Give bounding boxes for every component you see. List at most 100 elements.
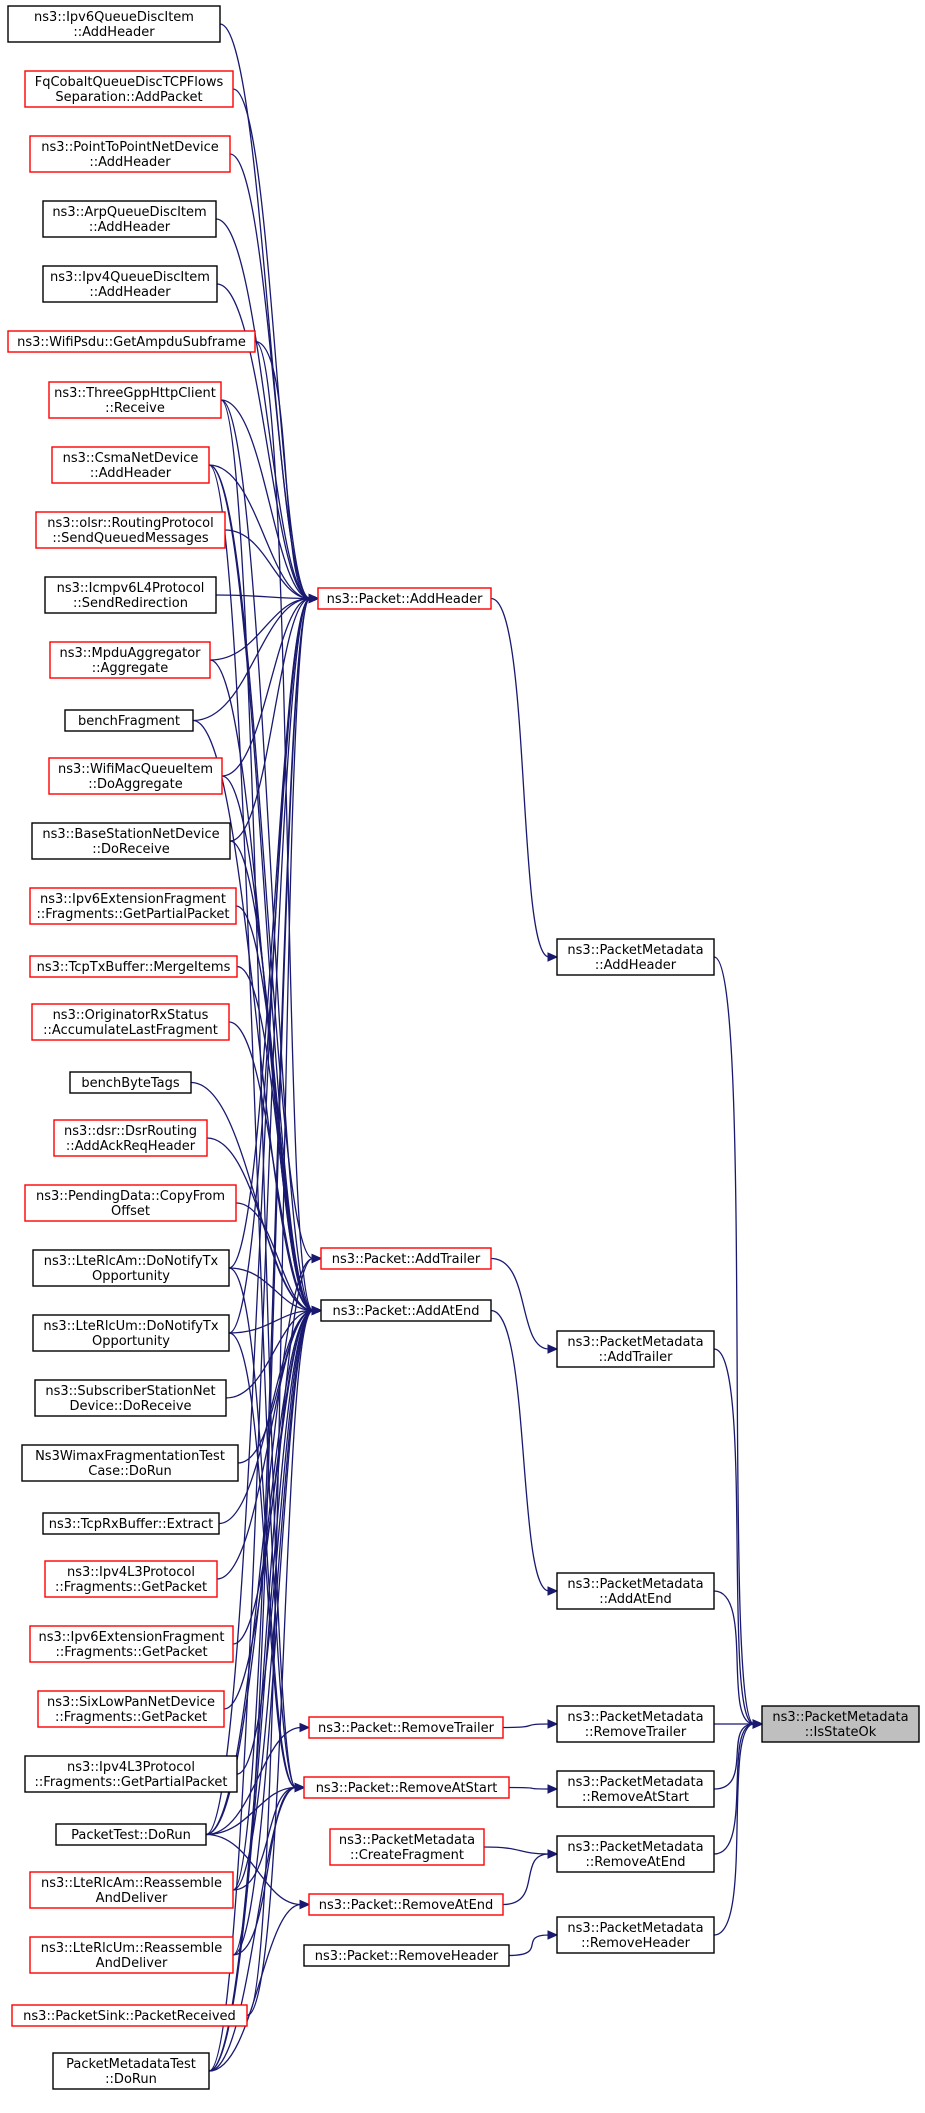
node-label: ns3::ArpQueueDiscItem xyxy=(52,205,206,220)
graph-node-pm_addheader[interactable]: ns3::PacketMetadata::AddHeader xyxy=(556,938,715,976)
node-box xyxy=(48,381,222,419)
graph-node-p_addheader[interactable]: ns3::Packet::AddHeader xyxy=(317,587,492,610)
graph-node-p_removeatstart[interactable]: ns3::Packet::RemoveAtStart xyxy=(303,1776,510,1799)
graph-node-n15[interactable]: ns3::TcpTxBuffer::MergeItems xyxy=(29,955,238,978)
call-edge xyxy=(236,1309,314,1775)
graph-node-n7[interactable]: ns3::CsmaNetDevice::AddHeader xyxy=(51,446,210,484)
graph-node-n33[interactable]: PacketMetadataTest::DoRun xyxy=(52,2052,210,2090)
call-edge xyxy=(208,1309,314,2072)
graph-node-n12[interactable]: ns3::WifiMacQueueItem::DoAggregate xyxy=(48,757,223,795)
node-label: ::AddAtEnd xyxy=(599,1592,671,1607)
node-box xyxy=(320,1299,492,1322)
edge-arrowhead xyxy=(547,1930,559,1940)
graph-node-n13[interactable]: ns3::BaseStationNetDevice::DoReceive xyxy=(31,822,231,860)
node-label: ns3::Ipv4L3Protocol xyxy=(67,1760,195,1775)
call-edge xyxy=(208,1903,302,2072)
graph-node-n26[interactable]: ns3::Ipv6ExtensionFragment::Fragments::G… xyxy=(29,1625,234,1663)
call-edge xyxy=(508,1786,550,1790)
graph-node-n0[interactable]: ns3::Ipv6QueueDiscItem::AddHeader xyxy=(7,5,221,43)
call-edge xyxy=(713,1590,755,1725)
node-box xyxy=(44,1560,218,1598)
node-label: Offset xyxy=(111,1204,150,1219)
call-edge xyxy=(208,597,311,2072)
edge-arrowhead xyxy=(299,1722,311,1733)
call-edge xyxy=(232,1786,297,1891)
node-box xyxy=(29,887,237,925)
call-edge xyxy=(228,1267,314,1312)
graph-node-pm_createfragment[interactable]: ns3::PacketMetadata::CreateFragment xyxy=(329,1828,485,1866)
edge-arrowhead xyxy=(547,1849,559,1859)
graph-node-n16[interactable]: ns3::OriginatorRxStatus::AccumulateLastF… xyxy=(31,1003,230,1041)
call-edge xyxy=(508,1934,550,1957)
call-edge xyxy=(192,597,311,722)
graph-node-pm_removeatend[interactable]: ns3::PacketMetadata::RemoveAtEnd xyxy=(556,1835,715,1873)
graph-node-n14[interactable]: ns3::Ipv6ExtensionFragment::Fragments::G… xyxy=(29,887,237,925)
graph-node-n17[interactable]: benchByteTags xyxy=(69,1071,192,1094)
node-label: ::RemoveAtEnd xyxy=(586,1855,686,1870)
graph-node-n25[interactable]: ns3::Ipv4L3Protocol::Fragments::GetPacke… xyxy=(44,1560,218,1598)
node-box xyxy=(32,1249,230,1287)
node-label: ns3::PacketMetadata xyxy=(567,943,703,958)
graph-node-n8[interactable]: ns3::olsr::RoutingProtocol::SendQueuedMe… xyxy=(35,511,226,549)
node-box xyxy=(761,1705,920,1743)
call-edge xyxy=(228,1267,297,1789)
graph-node-pm_addatend[interactable]: ns3::PacketMetadata::AddAtEnd xyxy=(556,1572,715,1610)
node-label: benchByteTags xyxy=(81,1076,180,1091)
node-box xyxy=(320,1247,492,1270)
graph-node-p_removeheader[interactable]: ns3::Packet::RemoveHeader xyxy=(303,1944,510,1967)
graph-node-n24[interactable]: ns3::TcpRxBuffer::Extract xyxy=(42,1512,220,1535)
graph-node-n4[interactable]: ns3::Ipv4QueueDiscItem::AddHeader xyxy=(42,265,218,303)
graph-node-pm_removetrailer[interactable]: ns3::PacketMetadata::RemoveTrailer xyxy=(556,1705,715,1743)
graph-node-n5[interactable]: ns3::WifiPsdu::GetAmpduSubframe xyxy=(7,330,256,353)
call-edge xyxy=(220,399,314,1312)
node-box xyxy=(329,1828,485,1866)
node-label: ns3::TcpTxBuffer::MergeItems xyxy=(37,960,231,975)
graph-node-n32[interactable]: ns3::PacketSink::PacketReceived xyxy=(11,2004,248,2027)
node-label: ns3::WifiMacQueueItem xyxy=(58,762,213,777)
graph-node-n18[interactable]: ns3::dsr::DsrRouting::AddAckReqHeader xyxy=(53,1119,208,1157)
graph-node-n11[interactable]: benchFragment xyxy=(64,709,194,732)
node-label: Opportunity xyxy=(92,1334,170,1349)
graph-node-n29[interactable]: PacketTest::DoRun xyxy=(55,1823,207,1846)
graph-node-p_addtrailer[interactable]: ns3::Packet::AddTrailer xyxy=(320,1247,492,1270)
graph-node-pm_addtrailer[interactable]: ns3::PacketMetadata::AddTrailer xyxy=(556,1330,715,1368)
node-label: ns3::LteRlcUm::DoNotifyTx xyxy=(43,1319,218,1334)
graph-node-n3[interactable]: ns3::ArpQueueDiscItem::AddHeader xyxy=(42,200,217,238)
graph-node-n10[interactable]: ns3::MpduAggregator::Aggregate xyxy=(49,641,211,679)
graph-node-n9[interactable]: ns3::Icmpv6L4Protocol::SendRedirection xyxy=(44,576,217,614)
edges-layer xyxy=(190,23,764,2072)
graph-node-pm_isstateok[interactable]: ns3::PacketMetadata::IsStateOk xyxy=(761,1705,920,1743)
node-label: Device::DoReceive xyxy=(69,1399,191,1414)
graph-node-n6[interactable]: ns3::ThreeGppHttpClient::Receive xyxy=(48,381,222,419)
graph-node-p_removetrailer[interactable]: ns3::Packet::RemoveTrailer xyxy=(308,1716,504,1739)
call-edge xyxy=(205,1257,314,1836)
node-label: ::AddHeader xyxy=(90,466,172,481)
graph-node-pm_removeatstart[interactable]: ns3::PacketMetadata::RemoveAtStart xyxy=(556,1770,715,1808)
call-edge xyxy=(713,956,755,1725)
graph-node-p_addatend[interactable]: ns3::Packet::AddAtEnd xyxy=(320,1299,492,1322)
graph-node-n27[interactable]: ns3::SixLowPanNetDevice::Fragments::GetP… xyxy=(37,1690,225,1728)
graph-node-n2[interactable]: ns3::PointToPointNetDevice::AddHeader xyxy=(29,135,231,173)
graph-node-n22[interactable]: ns3::SubscriberStationNetDevice::DoRecei… xyxy=(34,1379,227,1417)
graph-node-n28[interactable]: ns3::Ipv4L3Protocol::Fragments::GetParti… xyxy=(24,1755,238,1793)
node-label: FqCobaltQueueDiscTCPFlows xyxy=(35,75,224,90)
edge-arrowhead xyxy=(294,1782,306,1793)
graph-node-p_removeatend[interactable]: ns3::Packet::RemoveAtEnd xyxy=(308,1893,504,1916)
call-edge xyxy=(490,597,550,958)
call-edge xyxy=(221,597,311,777)
node-box xyxy=(48,757,223,795)
graph-node-n1[interactable]: FqCobaltQueueDiscTCPFlowsSeparation::Add… xyxy=(24,70,234,108)
call-edge xyxy=(228,1332,297,1789)
edge-arrowhead xyxy=(547,1586,559,1596)
node-label: ns3::Packet::AddTrailer xyxy=(332,1252,481,1267)
node-box xyxy=(556,1330,715,1368)
graph-node-pm_removeheader[interactable]: ns3::PacketMetadata::RemoveHeader xyxy=(556,1916,715,1954)
node-label: ::DoAggregate xyxy=(88,777,183,792)
node-label: ns3::dsr::DsrRouting xyxy=(64,1124,197,1139)
